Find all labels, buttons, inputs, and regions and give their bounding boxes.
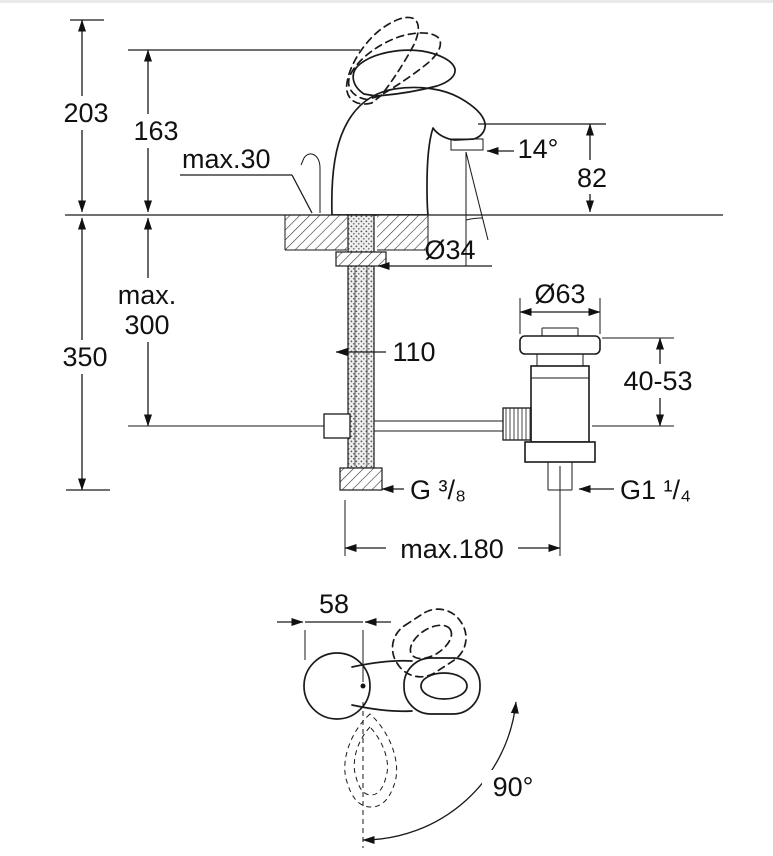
label-82: 82 bbox=[577, 163, 607, 193]
top-view-labels: 58 90° bbox=[319, 589, 544, 802]
hole-center-mark bbox=[360, 683, 366, 689]
handle-top-view bbox=[403, 657, 481, 715]
label-max180: max.180 bbox=[400, 534, 504, 564]
label-dia34: Ø34 bbox=[424, 235, 475, 265]
swing-teardrops-dashed bbox=[344, 702, 398, 848]
aerator bbox=[450, 138, 484, 151]
label-110: 110 bbox=[392, 337, 435, 367]
threaded-shank bbox=[335, 214, 387, 491]
waste-flange bbox=[519, 335, 601, 355]
dim-90-arc bbox=[362, 701, 519, 844]
label-163: 163 bbox=[133, 116, 178, 146]
handle-opening bbox=[420, 672, 468, 700]
label-g114: G1 ¹/₄ bbox=[620, 475, 691, 505]
supply-nut bbox=[339, 467, 383, 491]
handle-swivel-dashed bbox=[391, 608, 467, 678]
label-14deg: 14° bbox=[518, 134, 559, 164]
waste-lower-nut bbox=[524, 441, 596, 463]
pull-rod-hook bbox=[300, 153, 321, 213]
side-view-faucet bbox=[284, 16, 601, 491]
label-dia63: Ø63 bbox=[534, 279, 585, 309]
faucet-lever bbox=[352, 49, 456, 97]
faucet-body bbox=[330, 86, 487, 216]
waste-knob bbox=[502, 407, 532, 441]
rod-coupler bbox=[323, 413, 351, 439]
angle-14-arc bbox=[465, 217, 484, 221]
pop-up-waste bbox=[502, 327, 601, 491]
label-max30: max.30 bbox=[182, 144, 271, 174]
page-top-divider bbox=[0, 0, 773, 3]
label-max300-word: max. bbox=[118, 280, 177, 310]
top-view-dimensions bbox=[277, 618, 519, 844]
lever-raised-dashed bbox=[347, 32, 442, 101]
deck-cross-section bbox=[284, 215, 429, 251]
base-top-view bbox=[303, 652, 371, 720]
side-view-labels: 203 163 max.30 82 14° Ø34 max. 300 350 1… bbox=[52, 96, 706, 564]
mounting-nut bbox=[335, 251, 387, 267]
label-90deg: 90° bbox=[493, 772, 534, 802]
label-4053: 40-53 bbox=[623, 366, 692, 396]
label-203: 203 bbox=[63, 98, 108, 128]
lever-raised-max-dashed bbox=[345, 16, 420, 105]
label-max300-value: 300 bbox=[124, 310, 169, 340]
waste-body bbox=[530, 365, 590, 443]
label-350: 350 bbox=[62, 342, 107, 372]
label-g38: G ³/₈ bbox=[410, 475, 466, 505]
label-58: 58 bbox=[319, 589, 349, 619]
